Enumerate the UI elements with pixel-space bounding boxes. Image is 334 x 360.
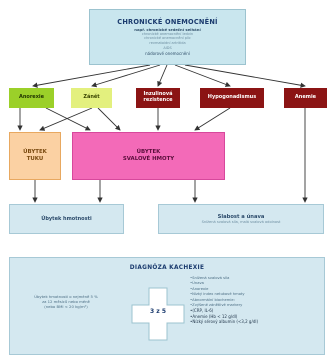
weight-loss-criterion: Úbytek hmotnosti o nejméně 5 % za 12 měs… xyxy=(16,294,116,310)
arrow-to-anemie xyxy=(184,64,306,88)
factor-anorexia: Anorexie xyxy=(9,88,54,108)
muscle-loss-line1: ÚBYTEK xyxy=(136,149,161,155)
arrow-anorexia-svaly xyxy=(45,107,91,131)
factor-hypogonadism: Hypogonadismus xyxy=(200,88,264,108)
muscle-loss-line2: SVALOVÉ HMOTY xyxy=(122,156,175,162)
weakness-fatigue-box: Slabost a únava Snížená svalová síla, ma… xyxy=(158,204,324,234)
muscle-loss-box: ÚBYTEK SVALOVÉ HMOTY xyxy=(72,132,225,180)
criteria-item: •Únava xyxy=(190,281,204,286)
criteria-item: •Zvýšené zánětlivé markery xyxy=(190,303,243,308)
disease-line: revmatoidní artritida xyxy=(149,41,186,45)
criteria-item: •Abnormální biochemie: xyxy=(190,297,235,302)
plus-cross-icon xyxy=(131,287,185,341)
criteria-item: •(CRP, IL-6) xyxy=(190,308,214,314)
criterion-line: (nebo BMI < 20 kg/m²) xyxy=(44,304,88,310)
cachexia-diagnosis-panel: DIAGNÓZA KACHEXIE Úbytek hmotnosti o nej… xyxy=(9,257,325,355)
weakness-subtitle: Snížená svalová síla, malá svalová odoln… xyxy=(201,219,281,224)
factor-insulin-resistance: Inzulinová rezistence xyxy=(136,88,180,108)
criteria-item: •Nízký index netukové hmoty xyxy=(190,292,245,297)
arrow-to-hypo xyxy=(174,64,231,87)
disease-line: chronické onemocnění ledvin xyxy=(141,31,194,36)
criteria-item: •Anorexie xyxy=(190,286,209,291)
three-of-five-label: 3 z 5 xyxy=(149,308,167,315)
weight-loss-box: Úbytek hmotnosti xyxy=(9,204,124,234)
criterion-line: za 12 měsíců nebo méně xyxy=(42,299,90,305)
arrow-to-inzulin xyxy=(157,64,168,87)
diagnosis-title: DIAGNÓZA KACHEXIE xyxy=(129,265,205,271)
disease-line: AIDS xyxy=(163,45,172,50)
criteria-item: •Nízký sérový albumin (<3,2 g/dl) xyxy=(190,319,259,325)
fat-loss-line1: ÚBYTEK xyxy=(23,149,47,155)
fat-loss-line2: TUKU xyxy=(26,156,44,162)
criteria-list: •Snížená svalová síla •Únava •Anorexie •… xyxy=(190,276,324,325)
chronic-disease-title: CHRONICKÉ ONEMOCNĚNÍ xyxy=(117,17,218,26)
criteria-item: •Snížená svalová síla xyxy=(190,276,230,280)
arrow-hypo-svaly xyxy=(194,107,231,131)
disease-line-cancer: nádorové onemocnění xyxy=(145,51,190,57)
arrow-zanet-svaly xyxy=(97,107,121,131)
weakness-title: Slabost a únava xyxy=(217,213,265,220)
criteria-item: •Anemie (Hb < 12 g/dl) xyxy=(190,313,238,319)
factor-anemia: Anemie xyxy=(284,88,327,108)
fat-loss-box: ÚBYTEK TUKU xyxy=(9,132,61,180)
criterion-line: Úbytek hmotnosti o nejméně 5 % xyxy=(34,294,98,299)
arrow-to-zanet xyxy=(91,64,161,88)
arrow-to-anorexia xyxy=(32,64,151,88)
factor-inflammation: Zánět xyxy=(71,88,112,108)
chronic-disease-subtitle: např. chronické srdeční selhání xyxy=(134,26,201,32)
disease-line: chronické onemocnění plic xyxy=(144,36,191,41)
arrow-zanet-tuk xyxy=(39,107,93,131)
chronic-disease-box: CHRONICKÉ ONEMOCNĚNÍ např. chronické srd… xyxy=(89,9,246,65)
